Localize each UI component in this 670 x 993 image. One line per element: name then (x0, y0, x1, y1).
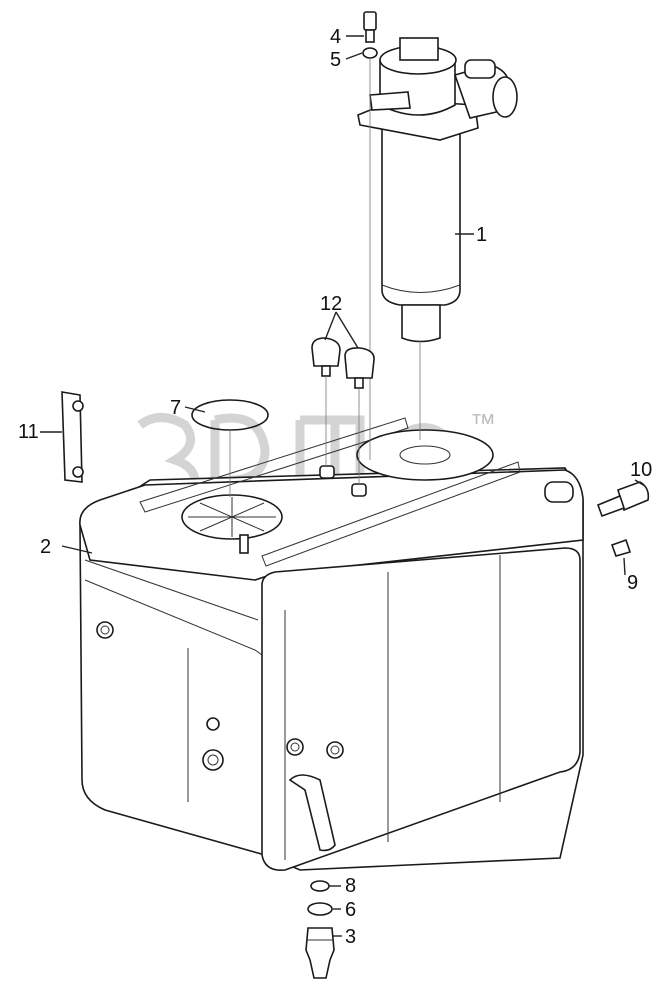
level-gauge (61, 391, 84, 483)
callout-6: 6 (345, 899, 356, 921)
trademark-symbol: ™ (470, 408, 496, 438)
callout-8: 8 (345, 875, 356, 897)
callout-12: 12 (320, 293, 342, 315)
hydraulic-tank (79, 417, 584, 872)
leader-lines (40, 35, 646, 937)
callout-4: 4 (330, 26, 341, 48)
cover-gasket (191, 399, 269, 497)
callout-2: 2 (40, 536, 51, 558)
callout-11: 11 (18, 421, 39, 443)
callout-10: 10 (630, 459, 652, 481)
callout-9: 9 (627, 572, 638, 594)
callout-labels: 1 2 3 4 5 6 7 8 9 10 11 12 (18, 26, 652, 948)
callout-3: 3 (345, 926, 356, 948)
callout-5: 5 (330, 49, 341, 71)
return-filter (357, 37, 518, 343)
breather-caps (311, 337, 375, 484)
side-fittings (596, 481, 650, 557)
bolt-and-washer (362, 11, 421, 460)
callout-1: 1 (476, 224, 487, 246)
callout-7: 7 (170, 397, 181, 419)
drain-plug-set (305, 880, 335, 979)
